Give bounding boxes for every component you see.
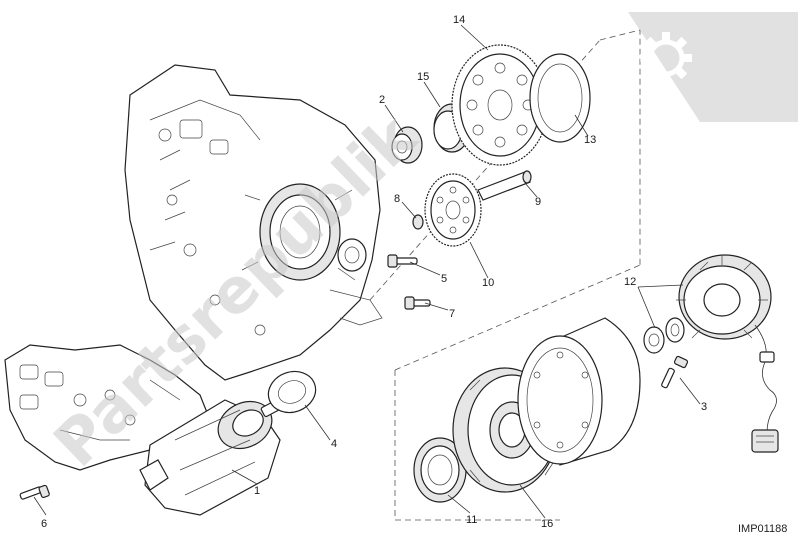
- callout-12: 12: [624, 276, 636, 288]
- ring-plate-13: [529, 53, 591, 143]
- callout-9: 9: [535, 196, 541, 208]
- rotor-drum: [517, 317, 641, 466]
- screw-5: [387, 254, 418, 268]
- reference-code: IMP01188: [738, 523, 787, 535]
- callout-3: 3: [701, 401, 707, 413]
- crankcase-housing: [124, 64, 383, 381]
- screw-3: [661, 355, 689, 389]
- screw-6: [19, 484, 50, 500]
- callout-6: 6: [41, 518, 47, 530]
- callout-2: 2: [379, 94, 385, 106]
- screw-7: [404, 296, 431, 310]
- washers-12: [643, 317, 685, 354]
- idler-gear-10: [424, 173, 482, 247]
- gear-icon: [628, 12, 798, 122]
- callout-15: 15: [417, 71, 429, 83]
- callout-8: 8: [394, 193, 400, 205]
- starter-motor: [139, 399, 281, 516]
- callout-10: 10: [482, 277, 494, 289]
- shaft-9: [477, 170, 532, 201]
- callout-16: 16: [541, 518, 553, 530]
- callout-labels: 1 2 3 4 5 6 7 8 9 10 11 12 13 14 15 16: [41, 14, 707, 530]
- leader-lines: [33, 24, 701, 519]
- callout-13: 13: [584, 134, 596, 146]
- callout-1: 1: [254, 485, 260, 497]
- large-gear-14: [451, 44, 549, 166]
- freewheel-ring-11: [413, 437, 467, 503]
- stator-12: [676, 254, 779, 453]
- callout-7: 7: [449, 308, 455, 320]
- callout-4: 4: [331, 438, 337, 450]
- washer-8: [412, 214, 424, 230]
- callout-14: 14: [453, 14, 465, 26]
- bushing-2: [391, 126, 423, 164]
- callout-5: 5: [441, 273, 447, 285]
- starter-gasket: [267, 370, 317, 414]
- callout-11: 11: [466, 514, 477, 526]
